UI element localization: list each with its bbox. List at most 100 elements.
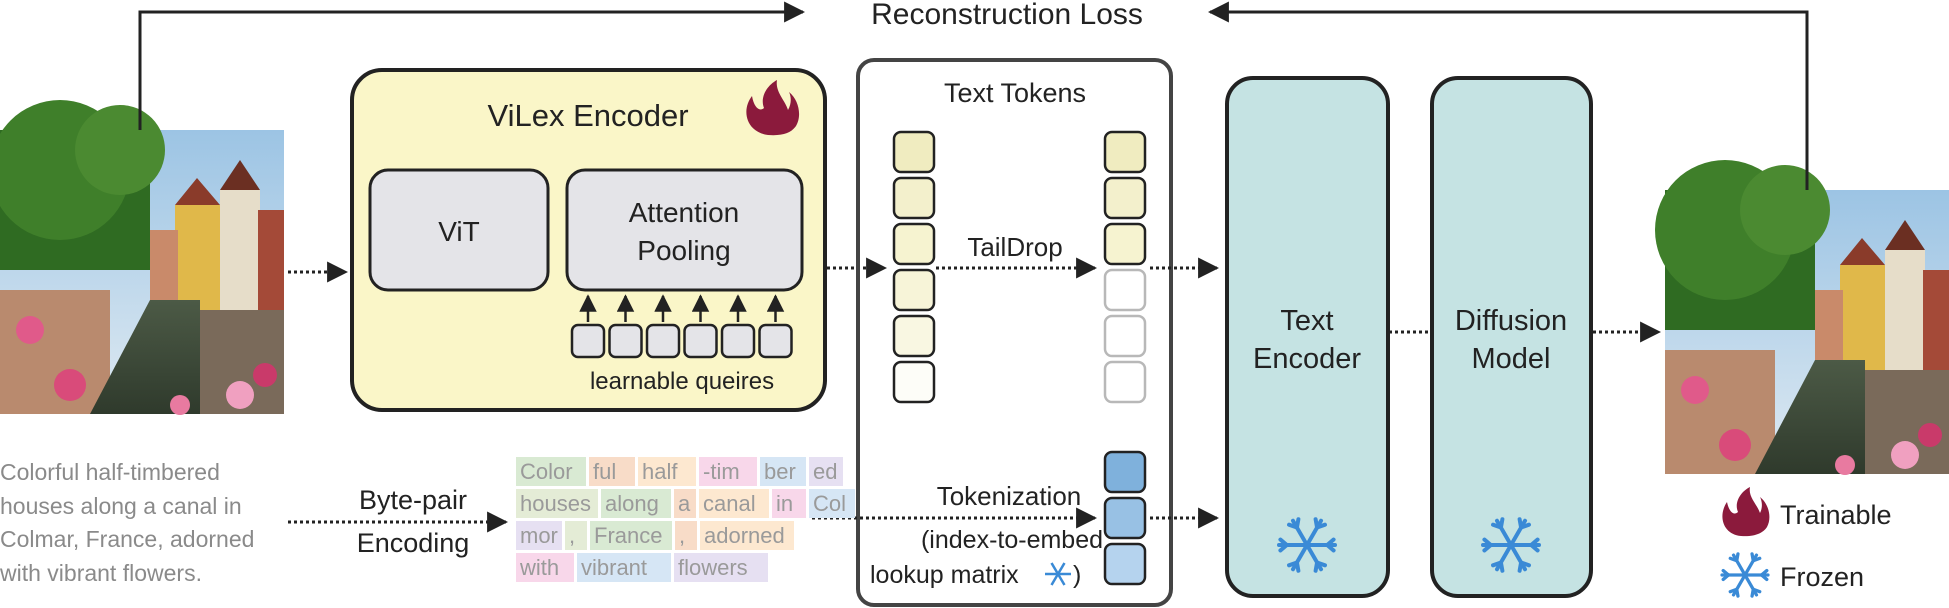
bpe-token: half — [642, 459, 678, 484]
attention-pooling-box — [565, 168, 804, 292]
query-cell — [570, 323, 606, 359]
query-cell — [608, 323, 643, 359]
caption-line: Colmar, France, adorned — [0, 526, 254, 552]
lookup-label-2: lookup matrix — [870, 561, 1019, 589]
bpe-token: mor — [520, 523, 558, 548]
legend-frozen-label: Frozen — [1780, 562, 1864, 592]
bpe-token-bg — [516, 489, 598, 518]
visual-token-cell — [892, 130, 936, 174]
input-image — [0, 100, 284, 415]
snowflake-icon-small — [1045, 562, 1071, 586]
query-cell — [758, 323, 793, 359]
bpe-token: along — [605, 491, 659, 516]
taildrop-label: TailDrop — [967, 232, 1062, 262]
output-image — [1655, 160, 1949, 475]
bpe-token-bg — [699, 457, 757, 486]
caption-line: Colorful half-timbered — [0, 459, 220, 485]
bpe-token: ful — [593, 459, 616, 484]
bpe-token: -tim — [703, 459, 740, 484]
bpe-token: ber — [764, 459, 796, 484]
bpe-token-bg — [809, 457, 843, 486]
attention-pooling-label-2: Pooling — [637, 235, 730, 266]
bpe-token: flowers — [678, 555, 748, 580]
query-cell — [645, 323, 681, 359]
text-embed-cell — [1103, 450, 1147, 494]
diffusion-model-label-1: Diffusion — [1455, 305, 1567, 337]
bpe-token-bg — [772, 489, 806, 518]
text-encoder-label-2: Encoder — [1253, 343, 1361, 375]
lookup-label-1: (index-to-embed — [921, 526, 1103, 554]
diffusion-model-box — [1430, 76, 1593, 598]
lookup-close-paren: ) — [1073, 561, 1081, 589]
dropped-token-cell — [1103, 314, 1147, 358]
bpe-token-bg — [601, 489, 671, 518]
loss-arrow-left — [138, 1, 806, 130]
reconstruction-loss-label: Reconstruction Loss — [871, 0, 1143, 31]
visual-token-cell — [892, 222, 936, 266]
query-cell — [720, 323, 756, 359]
bpe-token-bg — [674, 553, 768, 582]
bpe-token: canal — [703, 491, 756, 516]
visual-token-cell — [892, 314, 936, 358]
attention-pooling-label-1: Attention — [629, 197, 740, 228]
caption-line: with vibrant flowers. — [0, 560, 202, 586]
text-encoder-label-1: Text — [1280, 305, 1333, 337]
bpe-token: adorned — [704, 523, 785, 548]
caption-line: houses along a canal in — [0, 493, 242, 519]
bpe-token: France — [594, 523, 662, 548]
bpe-token-bg — [590, 521, 672, 550]
bpe-token: ed — [813, 459, 837, 484]
bpe-token: in — [776, 491, 793, 516]
bpe-token: houses — [520, 491, 591, 516]
bpe-token-bg — [699, 489, 769, 518]
bpe-token-bg — [674, 489, 696, 518]
caption-text: Colorful half-timbered houses along a ca… — [0, 459, 254, 586]
text-encoder-box — [1225, 76, 1390, 598]
bpe-token-bg — [760, 457, 806, 486]
bpe-token-bg — [516, 521, 562, 550]
bpe-token: , — [679, 523, 685, 548]
bpe-token: Color — [520, 459, 573, 484]
snowflake-icon-legend — [1720, 552, 1770, 598]
legend-trainable-label: Trainable — [1780, 500, 1892, 530]
bpe-token: Col — [813, 491, 846, 516]
loss-arrow-right — [1207, 1, 1809, 190]
bpe-token-bg — [516, 553, 574, 582]
bpe-token-bg — [700, 521, 794, 550]
learnable-queries-group — [570, 294, 793, 359]
frozen-icon-text-encoder — [1277, 517, 1337, 573]
diffusion-model-label-2: Model — [1472, 343, 1551, 375]
vit-label: ViT — [438, 216, 480, 247]
visual-token-cell — [892, 268, 936, 312]
text-tokens-box — [856, 58, 1173, 607]
tokenization-label: Tokenization — [937, 481, 1082, 511]
kept-token-cell — [1103, 130, 1147, 174]
bpe-token-bg — [809, 489, 855, 518]
bpe-token: , — [569, 523, 575, 548]
bpe-token-bg — [638, 457, 696, 486]
text-embed-cell — [1103, 542, 1147, 586]
bpe-token-bg — [675, 521, 697, 550]
kept-token-cell — [1103, 222, 1147, 266]
dropped-token-cell — [1103, 360, 1147, 404]
fire-icon-legend — [1722, 487, 1770, 537]
vilex-encoder-label: ViLex Encoder — [487, 98, 688, 133]
vit-box — [368, 168, 550, 292]
learnable-queries-label: learnable queires — [590, 368, 774, 395]
text-embed-cell — [1103, 496, 1147, 540]
bpe-token-bg — [516, 457, 586, 486]
text-tokens-label: Text Tokens — [944, 78, 1086, 108]
frozen-icon-diffusion-model — [1481, 517, 1541, 573]
dropped-token-cell — [1103, 268, 1147, 312]
bpe-label-2: Encoding — [357, 528, 470, 558]
bpe-token-bg — [565, 521, 587, 550]
bpe-label-1: Byte-pair — [359, 485, 467, 515]
bpe-token: vibrant — [581, 555, 647, 580]
kept-token-cell — [1103, 176, 1147, 220]
token-cells — [892, 130, 1147, 586]
fire-icon — [746, 80, 800, 136]
visual-token-cell — [892, 360, 936, 404]
